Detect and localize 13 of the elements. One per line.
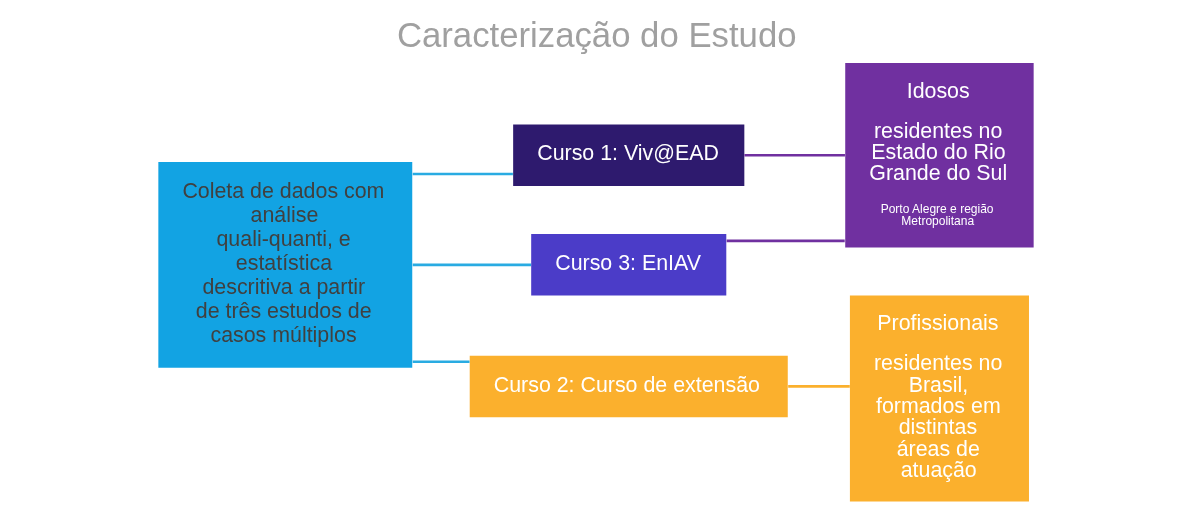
connector <box>788 385 850 388</box>
node-box: Idosos residentes no Estado do Rio Grande do Sul Porto Alegre e região Metropolitana <box>845 63 1034 248</box>
node-box: Profissionais residentes no Brasil, formados em distintas áreas de atuação <box>849 295 1029 502</box>
node-box: Coleta de dados com análise quali-quanti, e estatística descritiva a partir de três estudos de casos múltiplos <box>158 161 413 368</box>
connector <box>412 172 513 176</box>
connector <box>726 239 845 243</box>
node-box: Curso 2: Curso de extensão <box>469 355 788 418</box>
diagram-title: Caracterização do Estudo <box>396 15 797 54</box>
connector <box>744 153 845 157</box>
node-box: Curso 1: Viv@EAD <box>513 124 745 186</box>
connector <box>412 360 470 364</box>
node-box: Curso 3: EnIAV <box>531 234 727 296</box>
connector <box>412 263 532 267</box>
